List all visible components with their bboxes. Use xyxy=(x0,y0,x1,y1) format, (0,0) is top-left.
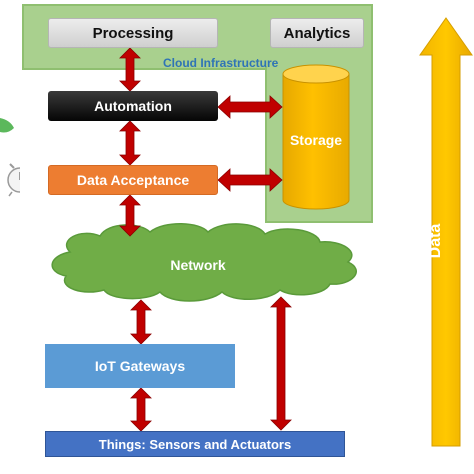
storage-cylinder xyxy=(282,64,350,210)
alarm-clock-icon xyxy=(7,163,20,197)
partial-leaf-icon xyxy=(0,118,14,133)
automation-label: Automation xyxy=(94,98,172,114)
cloud-infrastructure-label: Cloud Infrastructure xyxy=(163,56,279,70)
processing-label: Processing xyxy=(92,24,174,42)
decorative-icons xyxy=(0,118,20,197)
automation-box: Automation xyxy=(48,91,218,121)
data-acceptance-storage-arrow xyxy=(217,168,283,192)
network-label: Network xyxy=(170,257,226,273)
things-label: Things: Sensors and Actuators xyxy=(98,436,292,452)
analytics-label: Analytics xyxy=(283,24,351,42)
iot-gateways-label: IoT Gateways xyxy=(94,358,186,374)
processing-box: Processing xyxy=(48,18,218,48)
data-arrow-label: Data xyxy=(427,223,444,259)
processing-automation-arrow xyxy=(119,47,141,92)
gateways-things-arrow xyxy=(130,387,152,432)
network-cloud xyxy=(51,223,357,302)
analytics-box: Analytics xyxy=(270,18,364,48)
automation-storage-arrow xyxy=(217,95,283,119)
things-box: Things: Sensors and Actuators xyxy=(45,431,345,457)
storage-label: Storage xyxy=(289,132,343,148)
data-acceptance-network-arrow xyxy=(119,194,141,237)
data-flow-arrow xyxy=(419,17,473,447)
data-acceptance-label: Data Acceptance xyxy=(76,172,190,188)
network-gateways-arrow xyxy=(130,299,152,345)
network-things-arrow xyxy=(270,296,292,431)
automation-data-acceptance-arrow xyxy=(119,120,141,166)
data-acceptance-box: Data Acceptance xyxy=(48,165,218,195)
iot-gateways-box: IoT Gateways xyxy=(45,344,235,388)
